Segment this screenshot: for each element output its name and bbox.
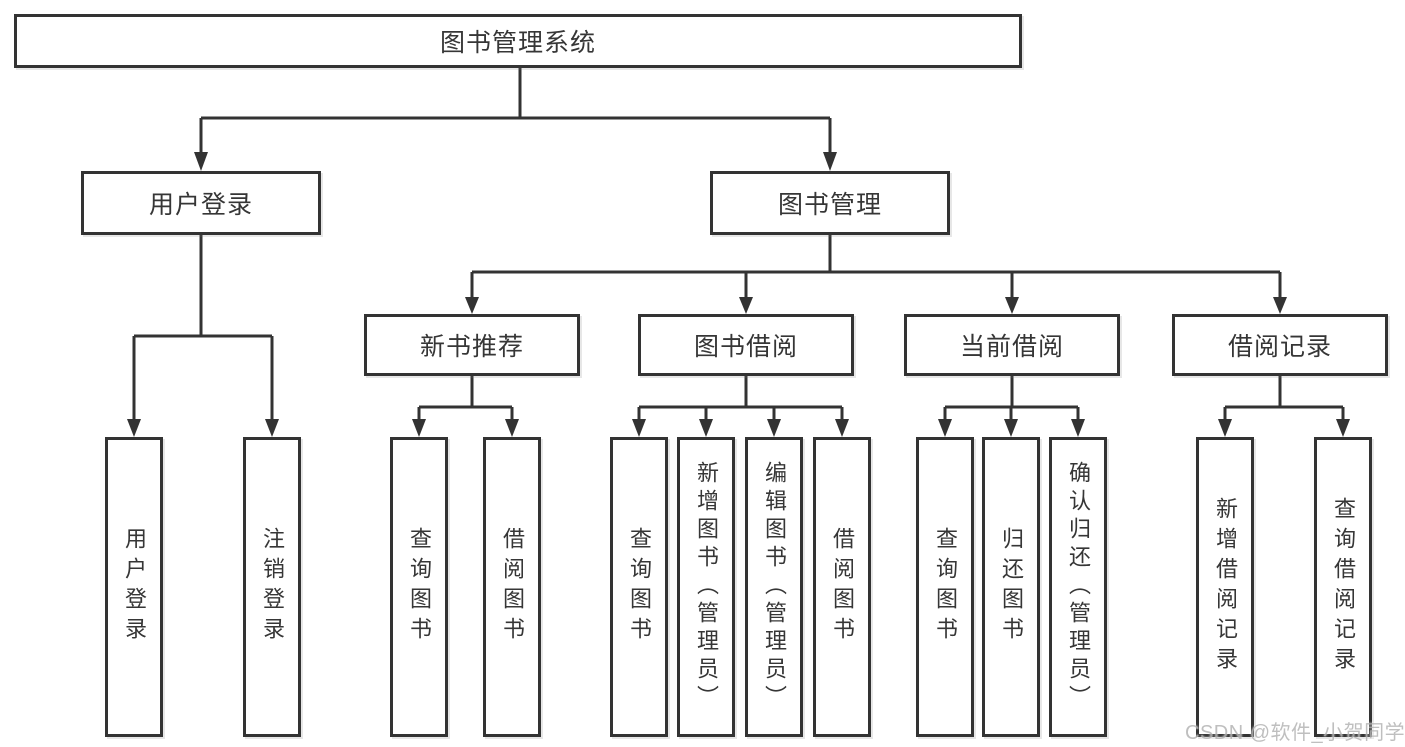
watermark: CSDN @软件_小贺同学 <box>1185 722 1405 744</box>
leaf-query-books-recommend: 查询图书 <box>390 437 448 737</box>
node-user-login: 用户登录 <box>81 171 321 235</box>
leaf-add-book-admin: 新增图书（管理员） <box>677 437 735 737</box>
node-root: 图书管理系统 <box>14 14 1022 68</box>
leaf-query-borrow-record: 查询借阅记录 <box>1314 437 1372 737</box>
node-borrowing-records: 借阅记录 <box>1172 314 1388 376</box>
current-borrowing-connector <box>938 376 1085 437</box>
leaf-borrow-books-recommend: 借阅图书 <box>483 437 541 737</box>
node-label: 用户登录 <box>148 191 253 219</box>
leaf-label: 注销登录 <box>260 527 285 647</box>
leaf-label: 查询图书 <box>933 527 958 647</box>
node-label: 图书管理系统 <box>439 29 596 57</box>
leaf-label: 查询图书 <box>627 527 652 647</box>
node-current-borrowing: 当前借阅 <box>904 314 1120 376</box>
leaf-label: 借阅图书 <box>500 527 525 647</box>
leaf-label: 编辑图书（管理员） <box>762 461 787 713</box>
leaf-query-books-borrow: 查询图书 <box>610 437 668 737</box>
node-book-management: 图书管理 <box>710 171 950 235</box>
leaf-label: 新增图书（管理员） <box>694 461 719 713</box>
leaf-confirm-return-admin: 确认归还（管理员） <box>1049 437 1107 737</box>
leaf-edit-book-admin: 编辑图书（管理员） <box>745 437 803 737</box>
book-borrowing-connector <box>632 376 849 437</box>
leaf-logout: 注销登录 <box>243 437 301 737</box>
user-login-connector <box>127 235 279 437</box>
node-label: 借阅记录 <box>1227 333 1332 361</box>
node-label: 新书推荐 <box>419 333 524 361</box>
leaf-label: 查询图书 <box>407 527 432 647</box>
new-book-recommendation-connector <box>412 376 519 437</box>
root-connector <box>194 67 837 171</box>
borrowing-records-connector <box>1218 376 1350 437</box>
leaf-label: 借阅图书 <box>830 527 855 647</box>
leaf-label: 确认归还（管理员） <box>1066 461 1091 713</box>
leaf-borrow-books: 借阅图书 <box>813 437 871 737</box>
leaf-label: 用户登录 <box>122 527 147 647</box>
leaf-label: 新增借阅记录 <box>1213 497 1238 677</box>
node-book-borrowing: 图书借阅 <box>638 314 854 376</box>
node-label: 图书管理 <box>777 191 882 219</box>
leaf-label: 查询借阅记录 <box>1331 497 1356 677</box>
leaf-label: 归还图书 <box>999 527 1024 647</box>
node-label: 图书借阅 <box>693 333 798 361</box>
leaf-return-books: 归还图书 <box>982 437 1040 737</box>
leaf-user-login: 用户登录 <box>105 437 163 737</box>
node-new-book-recommendation: 新书推荐 <box>364 314 580 376</box>
leaf-add-borrow-record: 新增借阅记录 <box>1196 437 1254 737</box>
leaf-query-books-current: 查询图书 <box>916 437 974 737</box>
node-label: 当前借阅 <box>959 333 1064 361</box>
book-management-connector <box>465 235 1287 314</box>
